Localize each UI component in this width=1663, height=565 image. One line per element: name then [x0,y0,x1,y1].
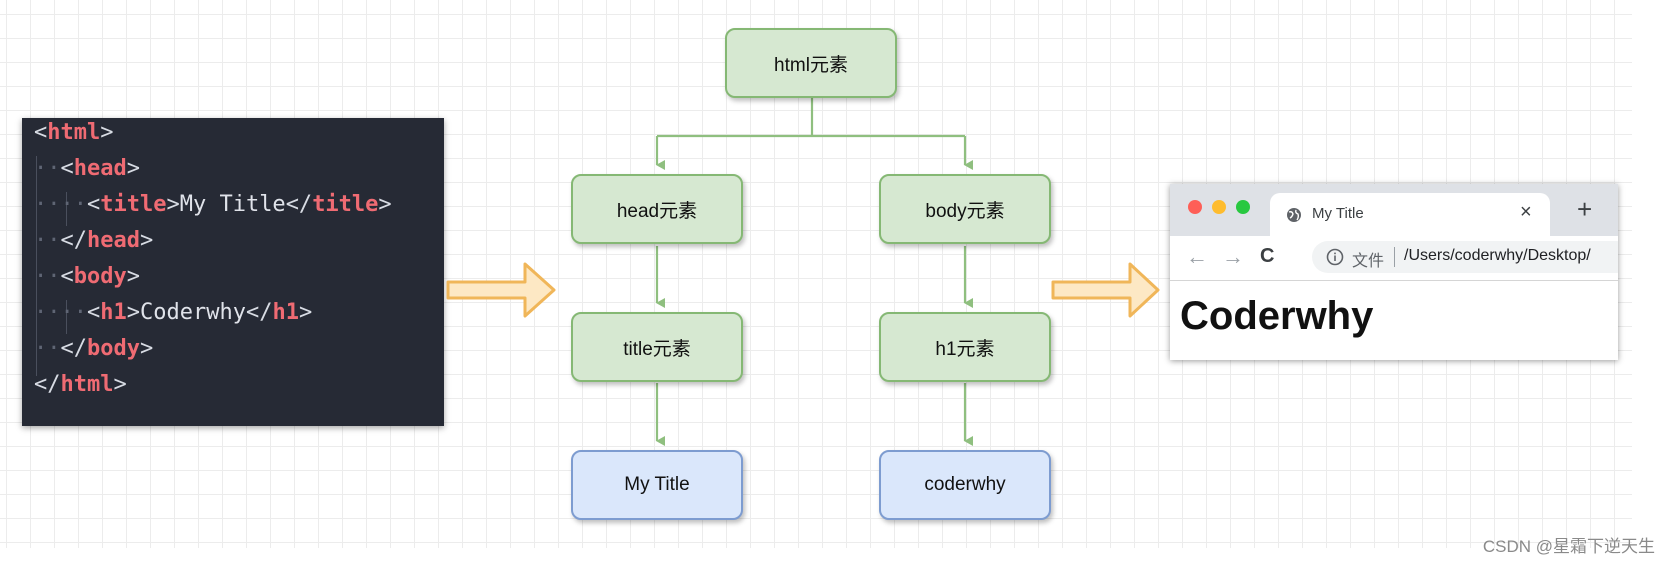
browser-toolbar: ← → C 文件 /Users/coderwhy/Desktop/ [1170,236,1618,281]
browser-titlebar: My Title × + [1170,184,1618,236]
watermark: CSDN @星霜下逆天生 [1482,537,1655,556]
reload-button[interactable]: C [1260,245,1275,267]
tree-node-h1: h1元素 [879,312,1051,382]
browser-window: My Title × + ← → C 文件 /Users/coderwhy/De… [1170,184,1618,360]
new-tab-button[interactable]: + [1577,194,1593,224]
url-text: /Users/coderwhy/Desktop/ [1404,247,1591,264]
back-button[interactable]: ← [1186,244,1208,269]
tree-node-title-text: My Title [571,450,743,520]
indent-guide [66,192,67,226]
indent-guide [66,300,67,334]
page-heading: Coderwhy [1180,294,1374,338]
tree-node-title: title元素 [571,312,743,382]
indent-guide [36,156,37,376]
tree-node-h1-text: coderwhy [879,450,1051,520]
code-line-title: ····<title>My Title</title> [34,192,392,217]
tab-title: My Title [1312,205,1364,222]
code-line-body-open: ··<body> [34,264,140,289]
code-line-html-open: <html> [34,120,114,145]
right-arrow-icon [446,262,556,318]
tree-node-html: html元素 [725,28,897,98]
close-window-dot[interactable] [1188,200,1202,214]
minimize-window-dot[interactable] [1212,200,1226,214]
maximize-window-dot[interactable] [1236,200,1250,214]
right-arrow-icon [1051,262,1160,318]
close-tab-icon[interactable]: × [1520,201,1532,223]
browser-tab[interactable]: My Title × [1270,193,1550,236]
code-line-body-close: ··</body> [34,336,154,361]
address-bar[interactable]: 文件 /Users/coderwhy/Desktop/ [1312,241,1618,273]
tree-node-body: body元素 [879,174,1051,244]
file-scheme-label: 文件 [1352,253,1385,270]
code-line-h1: ····<h1>Coderwhy</h1> [34,300,313,325]
code-line-html-close: </html> [34,372,127,397]
code-line-head-open: ··<head> [34,156,140,181]
forward-button[interactable]: → [1222,244,1244,269]
globe-icon [1287,208,1301,222]
tree-node-head: head元素 [571,174,743,244]
info-icon[interactable] [1326,248,1344,266]
html-code-panel: <html> ··<head> ····<title>My Title</tit… [22,118,444,426]
url-separator [1394,247,1395,267]
code-line-head-close: ··</head> [34,228,154,253]
